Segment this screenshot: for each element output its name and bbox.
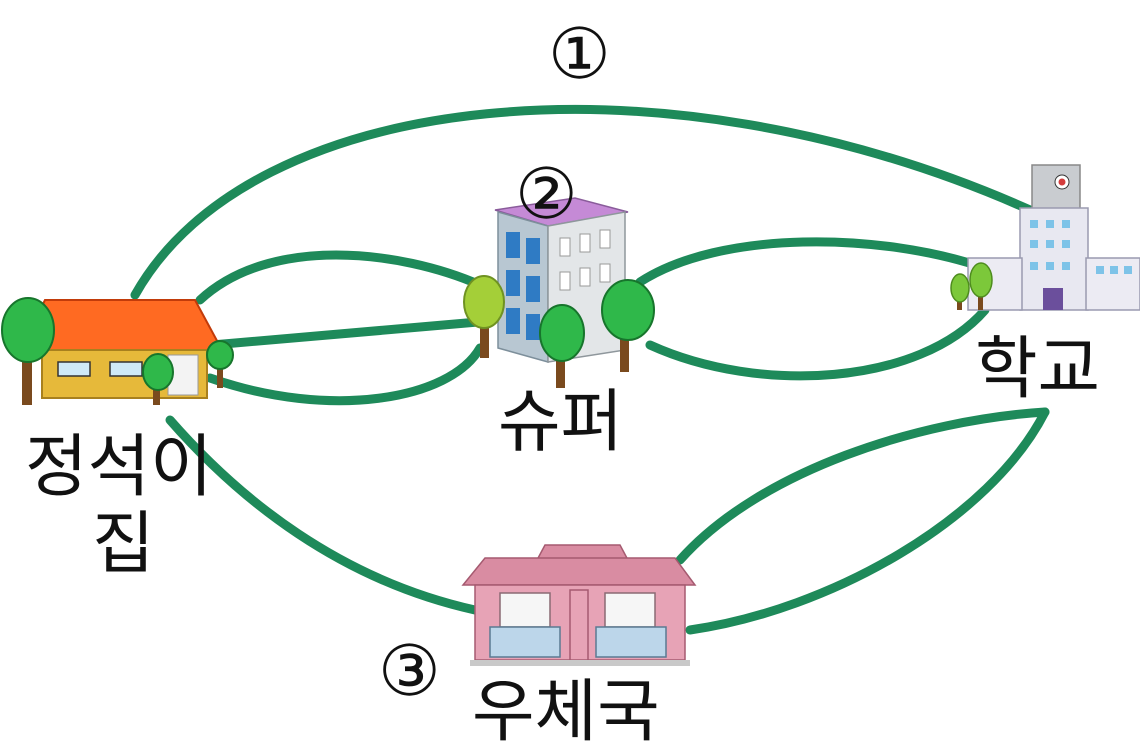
route-2-path-middle <box>207 317 483 350</box>
route-3-path-home <box>165 415 480 615</box>
label-school: 학교 <box>975 330 1100 409</box>
school-building-icon <box>950 164 1140 311</box>
tree-icon <box>969 262 993 310</box>
route-3-path-upper <box>675 407 1050 565</box>
tree-icon <box>539 304 585 388</box>
tree-icon <box>463 275 505 358</box>
route-2-path-to-school-upper <box>635 237 990 287</box>
route-2-path-to-school-lower <box>645 305 990 381</box>
routes <box>130 105 1050 635</box>
supermarket-building-icon <box>463 197 655 388</box>
route-number-1: ① <box>548 13 611 95</box>
label-home: 정석이 집 <box>25 428 234 584</box>
route-3-path-lower <box>685 407 1050 635</box>
tree-icon <box>142 353 174 405</box>
post-office-icon <box>461 544 697 666</box>
tree-icon <box>601 279 655 372</box>
house-icon <box>1 297 234 405</box>
label-post-office: 우체국 <box>472 673 660 752</box>
route-number-2: ② <box>515 153 578 235</box>
tree-icon <box>1 297 55 405</box>
route-2-path-upper <box>195 250 485 305</box>
route-2-path-lower <box>205 343 485 406</box>
tree-icon <box>950 273 970 310</box>
label-supermarket: 슈퍼 <box>498 383 623 462</box>
route-1-path <box>130 105 1035 300</box>
route-number-3: ③ <box>378 630 441 712</box>
tree-icon <box>206 340 234 388</box>
